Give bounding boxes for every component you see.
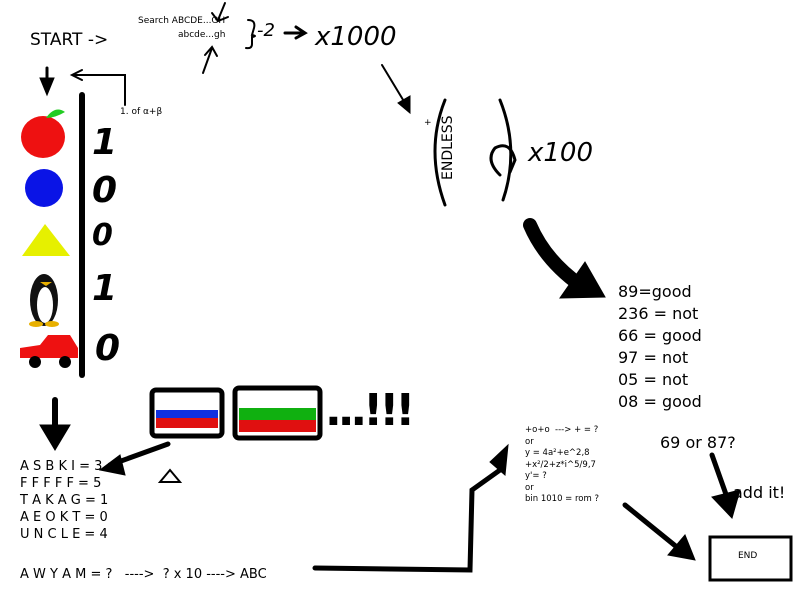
search-line2: abcde...gh <box>178 30 226 40</box>
result-item: 97 = not <box>618 348 689 367</box>
binary-digit: 1 <box>92 122 118 163</box>
triangle-icon <box>22 224 70 256</box>
code-item: U N C L E = 4 <box>20 527 108 542</box>
russia-flag-icon <box>149 387 225 439</box>
formula-list: +o+o ---> + = ? or y = 4a²+e^2,8 +x²/2+z… <box>525 425 599 506</box>
times-1000: x1000 <box>315 22 397 52</box>
binary-digit: 0 <box>92 170 118 211</box>
code-item: T A K A G = 1 <box>20 493 109 508</box>
formula-line: or <box>525 436 534 447</box>
start-label: START -> <box>30 30 109 50</box>
formula-line: +x²/2+z*i^5/9,7 <box>525 459 596 470</box>
formula-line: y'= ? <box>525 471 547 481</box>
penguin-icon <box>29 274 59 327</box>
final-line: A W Y A M = ? ----> ? x 10 ----> ABC <box>20 567 267 582</box>
add-it-label: add it! <box>733 483 786 502</box>
endless-plus: + <box>424 118 432 128</box>
formula-line: bin 1010 = rom ? <box>525 494 600 504</box>
binary-digit: 1 <box>92 268 118 309</box>
code-item: A E O K T = 0 <box>20 510 108 525</box>
result-item: 08 = good <box>618 392 702 411</box>
result-item: 89=good <box>618 282 692 301</box>
endless-label: ENDLESS <box>440 115 456 180</box>
question: 69 or 87? <box>660 433 736 452</box>
result-item: 66 = good <box>618 326 702 345</box>
result-item: 05 = not <box>618 370 689 389</box>
binary-digit: 0 <box>95 328 121 369</box>
binary-digit: 0 <box>92 218 113 253</box>
end-box <box>708 535 793 582</box>
code-item: F F F F F = 5 <box>20 476 102 491</box>
formula-line: +o+o ---> + = ? <box>525 425 599 435</box>
minus-two: -2 <box>257 20 275 41</box>
times-100: x100 <box>528 138 594 168</box>
loop-arrow <box>74 74 126 106</box>
code-item: A S B K I = 3 <box>20 459 103 474</box>
results-list: 89=good 236 = not 66 = good 97 = not 05 … <box>618 281 702 413</box>
formula-line: or <box>525 482 534 493</box>
circle-icon <box>25 169 63 207</box>
code-list: A S B K I = 3 F F F F F = 5 T A K A G = … <box>20 458 108 543</box>
result-item: 236 = not <box>618 304 699 323</box>
bulgaria-flag-icon <box>232 385 323 441</box>
formula-line: y = 4a²+e^2,8 <box>525 448 590 458</box>
car-icon <box>20 335 78 368</box>
apple-icon <box>21 109 65 158</box>
end-label: END <box>738 551 758 561</box>
loop-label: 1. of α+β <box>120 107 163 117</box>
flags-suffix: ...!!! <box>325 385 415 436</box>
search-line1: Search ABCDE...GH <box>138 16 226 26</box>
